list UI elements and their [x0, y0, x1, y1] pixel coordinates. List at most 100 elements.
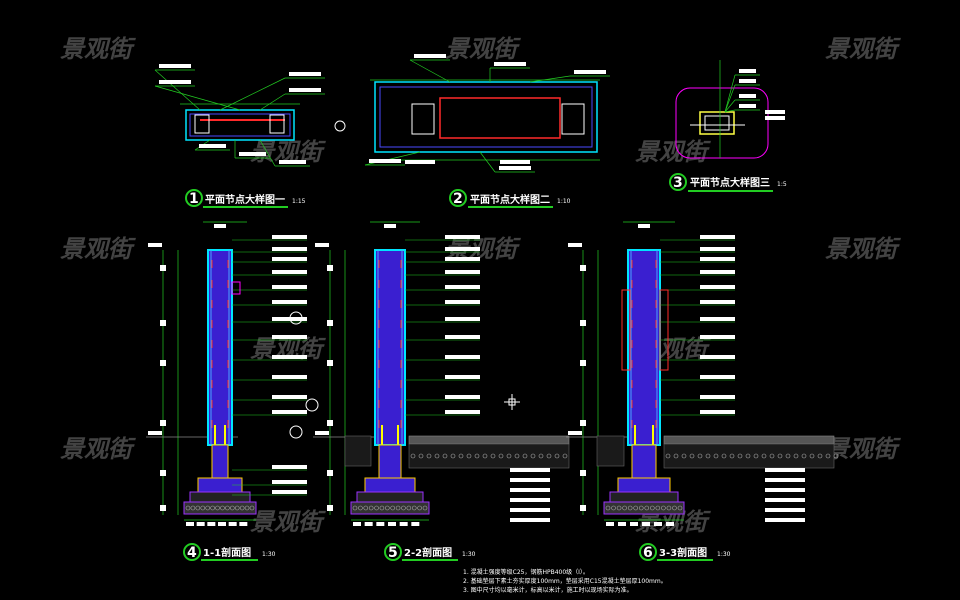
callout-symbol — [289, 311, 303, 325]
leader-line — [724, 74, 736, 113]
detail-title: 平面节点大样图一 — [205, 193, 285, 206]
detail-title-5: 5 2-2剖面图 1:30 — [384, 543, 476, 561]
leader-label — [399, 522, 408, 526]
leader-line — [724, 109, 736, 113]
leader-line — [409, 59, 451, 83]
gravel-base — [603, 501, 685, 515]
leader-label — [272, 375, 307, 379]
gravel — [655, 505, 661, 511]
leader-label — [272, 355, 307, 359]
gravel — [689, 453, 695, 459]
callout-symbol — [305, 398, 319, 412]
gravel — [644, 505, 650, 511]
leader-label — [186, 522, 194, 526]
leader-label — [272, 395, 307, 399]
gravel — [729, 453, 735, 459]
leader-label — [765, 498, 805, 502]
gravel — [616, 505, 622, 511]
gravel — [379, 505, 385, 511]
gravel — [466, 453, 472, 459]
leader-label — [272, 480, 307, 484]
post — [194, 114, 210, 134]
leader-label — [384, 224, 396, 228]
drawing-geometry — [146, 54, 839, 526]
gravel — [442, 453, 448, 459]
detail-title-1: 1 平面节点大样图一 1:15 — [185, 189, 306, 208]
gravel — [761, 453, 767, 459]
leader-label — [315, 431, 329, 435]
dimension-text — [160, 420, 166, 426]
leader-label — [272, 235, 307, 239]
leader-label — [272, 410, 307, 414]
gravel — [190, 505, 196, 511]
gravel — [661, 505, 666, 511]
leader-label — [765, 508, 805, 512]
dimension-text — [327, 420, 333, 426]
leader-label — [405, 160, 435, 164]
footing — [364, 477, 416, 493]
gravel — [417, 505, 422, 511]
dimension-text — [160, 470, 166, 476]
leader-label — [499, 166, 531, 170]
gravel — [195, 505, 201, 511]
gravel — [633, 505, 638, 511]
gravel — [458, 453, 464, 459]
gravel — [205, 505, 210, 511]
gravel — [239, 505, 245, 511]
leader-label — [445, 335, 480, 339]
detail-number: 6 — [643, 545, 653, 561]
leader-label — [510, 478, 550, 482]
bedding — [609, 491, 679, 503]
plan-1-inner — [189, 113, 291, 137]
dimension-text — [580, 470, 586, 476]
gravel — [450, 453, 456, 459]
leader-label — [207, 522, 216, 526]
leader-label — [510, 468, 550, 472]
bedding — [356, 491, 424, 503]
gravel — [605, 505, 611, 511]
leader-label — [765, 110, 785, 114]
gravel-base — [350, 501, 430, 515]
dimension-text — [160, 360, 166, 366]
gravel — [697, 453, 703, 459]
dimension-text — [160, 320, 166, 326]
plan-3-core — [704, 115, 730, 131]
leader-label — [666, 522, 674, 526]
gravel — [506, 453, 512, 459]
leader-label — [218, 522, 226, 526]
gravel — [650, 505, 655, 511]
dimension-text — [327, 265, 333, 271]
leader-label — [445, 257, 480, 261]
gravel — [785, 453, 791, 459]
gravel — [185, 505, 191, 511]
leader-label — [500, 160, 530, 164]
plan-3-highlight — [675, 87, 769, 159]
detail-title-2: 2 平面节点大样图二 1:10 — [449, 189, 571, 208]
detail-title-4: 4 1-1剖面图 1:30 — [183, 543, 276, 561]
general-notes: 1. 混凝土强度等级C25，钢筋HPB400级（Ⅰ）。 2. 基础垫层下素土夯实… — [463, 568, 667, 594]
gravel — [769, 453, 775, 459]
bedding — [189, 491, 251, 503]
watermark: 景观街 — [250, 508, 326, 536]
leader-line — [259, 93, 286, 111]
plan-2-inner — [379, 86, 593, 148]
leader-label — [510, 488, 550, 492]
footing-stem — [211, 444, 229, 481]
detail-title: 2-2剖面图 — [404, 546, 452, 559]
leader-label — [445, 317, 480, 321]
leader-label — [376, 522, 385, 526]
gravel — [225, 505, 230, 511]
gravel — [215, 505, 220, 511]
leader-label — [148, 243, 162, 247]
detail-title-3: 3 平面节点大样图三 1:5 — [669, 173, 787, 192]
leader-label — [228, 522, 237, 526]
leader-label — [272, 335, 307, 339]
leader-label — [272, 300, 307, 304]
rebar-cage — [439, 97, 561, 139]
gravel — [611, 505, 616, 511]
leader-label — [700, 247, 735, 251]
gravel — [677, 505, 683, 511]
subbase — [344, 435, 372, 467]
leader-label — [196, 522, 205, 526]
